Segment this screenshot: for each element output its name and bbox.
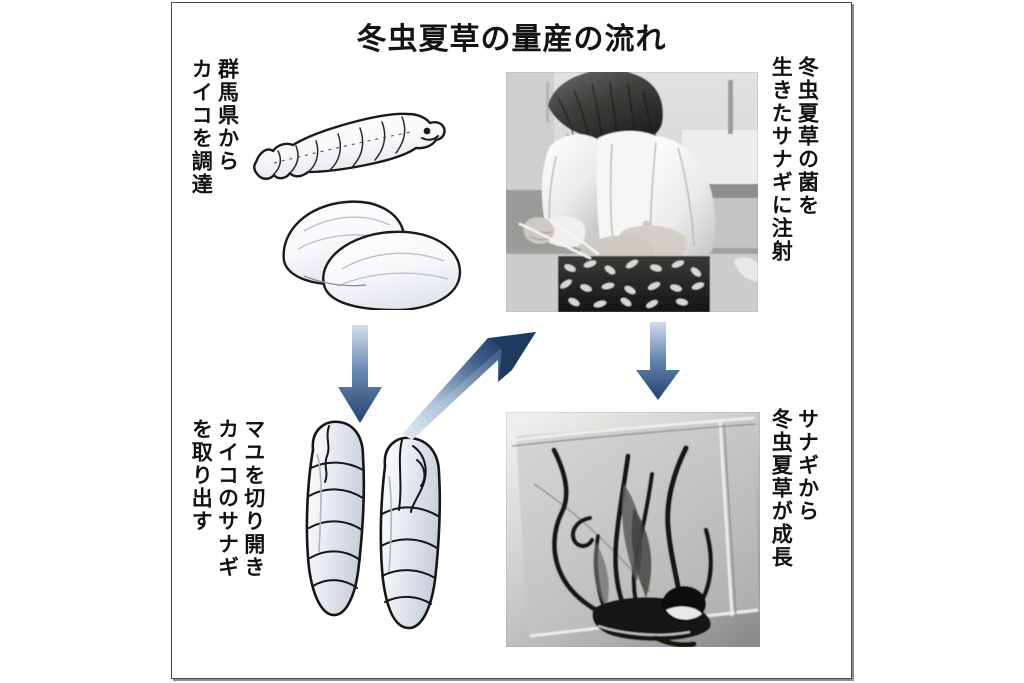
caption-grow-line-1: サナギから: [795, 408, 820, 523]
researcher-injecting-pupae-photo: [506, 72, 758, 312]
silkworm-pupae-illustration: [281, 412, 471, 634]
caption-extract-line-1: マユを切り開き: [241, 418, 266, 579]
caption-extract-line-2: カイコのサナギ: [215, 418, 240, 579]
arrow-extract-to-inject: [402, 330, 547, 440]
caption-inject-fungus: 冬虫夏草の菌を 生きたサナギに注射: [766, 56, 819, 263]
silkworm-larva-and-cocoons-illustration: [246, 85, 496, 312]
caption-procure-line-1: 群馬県から: [215, 58, 240, 173]
page-title: 冬虫夏草の量産の流れ: [356, 22, 667, 57]
caption-procure-line-2: カイコを調達: [189, 58, 214, 196]
caption-extract-pupae: マユを切り開き カイコのサナギ を取り出す: [186, 418, 266, 579]
caption-extract-line-3: を取り出す: [189, 418, 214, 533]
arrow-procure-to-extract: [330, 325, 390, 425]
caption-cordyceps-growth: サナギから 冬虫夏草が成長: [766, 408, 819, 569]
caption-grow-line-2: 冬虫夏草が成長: [769, 408, 794, 569]
caption-procure-silkworms: 群馬県から カイコを調達: [186, 58, 239, 196]
arrow-inject-to-grow: [628, 322, 688, 402]
caption-inject-line-2: 生きたサナギに注射: [769, 56, 794, 263]
cordyceps-growing-photo: [506, 412, 760, 647]
caption-inject-line-1: 冬虫夏草の菌を: [795, 56, 820, 217]
